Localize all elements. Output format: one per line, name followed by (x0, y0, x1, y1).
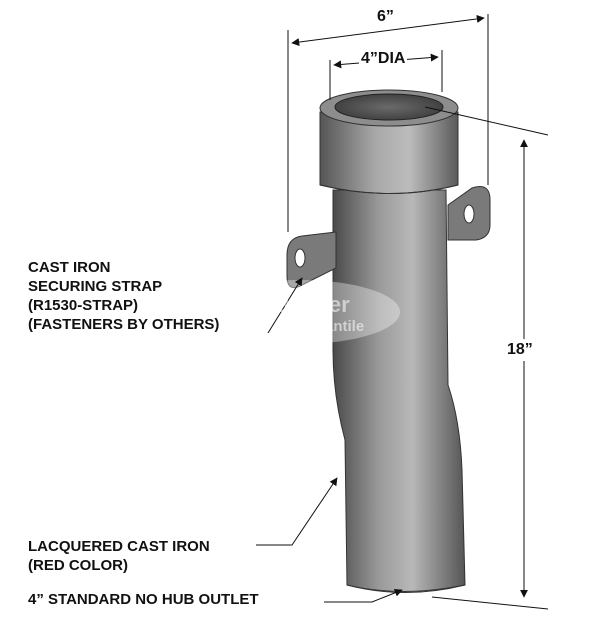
right-strap-hole (463, 204, 475, 224)
watermark-line1: MasterBuilder (203, 292, 350, 317)
width-dimension-line (291, 14, 485, 47)
strap-label-line: CAST IRON (28, 259, 111, 276)
watermark-ellipse (200, 280, 400, 344)
pipe-body (286, 89, 491, 593)
width-dimension-label: 6” (377, 8, 394, 25)
material-leader (256, 477, 338, 546)
strap-leader (267, 277, 303, 334)
hub-opening (334, 93, 444, 121)
strap-label-line: (FASTENERS BY OTHERS) (28, 316, 220, 333)
dimension-lines (287, 14, 549, 610)
leader-lines (256, 277, 403, 603)
strap-label-line: (R1530-STRAP) (28, 297, 139, 314)
watermark-line2: Mercantile (290, 318, 365, 335)
outlet-leader (324, 588, 403, 603)
strap-label: CAST IRON SECURING STRAP (R1530-STRAP) (… (28, 258, 219, 334)
material-label-line: (RED COLOR) (28, 557, 128, 574)
outlet-label: 4” STANDARD NO HUB OUTLET (28, 591, 259, 608)
material-label: LACQUERED CAST IRON (RED COLOR) (28, 537, 210, 575)
strap-label-line: SECURING STRAP (28, 278, 163, 295)
left-strap-bracket (286, 231, 337, 289)
left-strap-hole (294, 248, 306, 268)
height-dimension-label: 18” (507, 339, 533, 361)
material-label-line: LACQUERED CAST IRON (28, 538, 210, 555)
diameter-dimension-label: 4”DIA (359, 50, 408, 68)
